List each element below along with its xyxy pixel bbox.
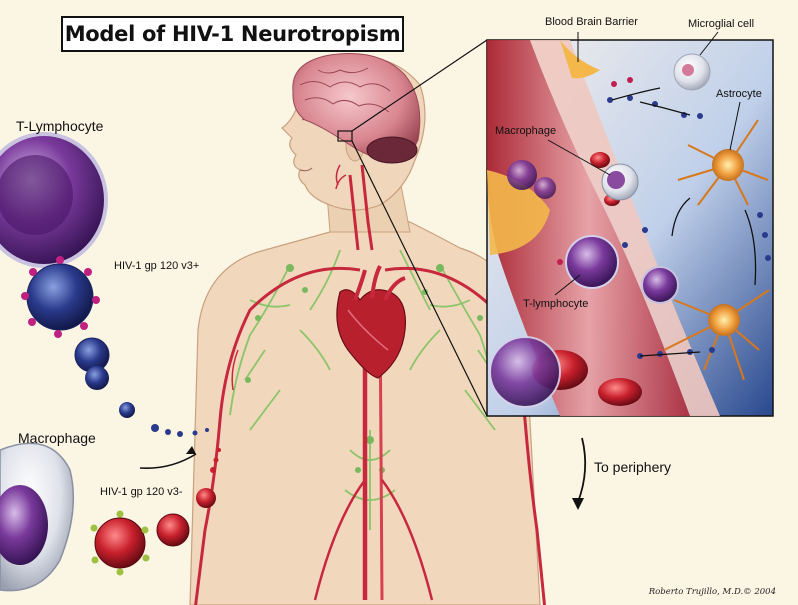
microglial-cell (673, 53, 711, 91)
human-figure (189, 53, 547, 605)
inset-marker (337, 130, 353, 142)
label-t-lymphocyte: T-Lymphocyte (16, 118, 104, 134)
hiv-virus-small-blue (74, 337, 209, 437)
astrocyte (663, 119, 770, 381)
label-macrophage: Macrophage (18, 430, 96, 446)
label-gp120-v3-plus: HIV-1 gp 120 v3+ (114, 260, 200, 272)
entry-arrow (139, 453, 197, 470)
lymphatic-network (229, 249, 499, 530)
heart (336, 265, 407, 379)
label-microglial-cell: Microglial cell (688, 18, 755, 30)
label-blood-brain-barrier: Blood Brain Barrier (545, 16, 638, 28)
title-box: Model of HIV-1 Neurotropism (61, 16, 404, 52)
label-inset-macrophage: Macrophage (495, 125, 557, 137)
hiv-virus-v3plus (21, 256, 100, 338)
brain (292, 53, 421, 164)
macrophage-cell (0, 442, 75, 592)
label-inset-t-lymphocyte: T-lymphocyte (523, 298, 589, 310)
inset-panel (351, 39, 774, 417)
t-lymphocyte-cell (0, 132, 108, 268)
hiv-virus-v3minus (90, 448, 221, 576)
artist-credit: Roberto Trujillo, M.D.© 2004 (648, 587, 776, 597)
label-gp120-v3-minus: HIV-1 gp 120 v3- (100, 486, 183, 498)
page-title: Model of HIV-1 Neurotropism (64, 22, 401, 46)
periphery-arrow (577, 437, 587, 503)
leader-lines (547, 31, 741, 296)
label-astrocyte: Astrocyte (716, 88, 762, 100)
label-to-periphery: To periphery (594, 459, 672, 475)
